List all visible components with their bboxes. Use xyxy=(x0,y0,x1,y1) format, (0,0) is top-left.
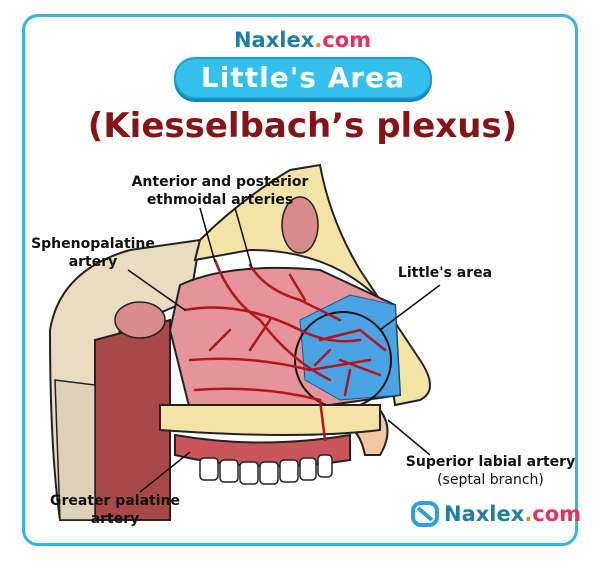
footer-logo: Naxlex.com xyxy=(410,500,581,528)
label-line: (septal branch) xyxy=(437,472,544,488)
label-line: ethmoidal arteries xyxy=(146,192,294,208)
label-line: Anterior and posterior xyxy=(131,174,309,190)
naxlex-logo-icon xyxy=(411,501,439,527)
nasal-bone xyxy=(193,163,431,407)
sphenoid-sinus xyxy=(114,301,166,339)
label-line: Sphenopalatine xyxy=(31,236,155,252)
brand-name: Naxlex xyxy=(233,28,315,52)
brand-header: Naxlex.com xyxy=(0,28,605,52)
title-pill: Little's Area xyxy=(174,57,432,99)
diagram-frame xyxy=(22,14,578,546)
hard-palate xyxy=(159,404,381,436)
arteries xyxy=(183,258,387,442)
brand-dot: . xyxy=(314,28,323,52)
label-sphenopalatine-artery: Sphenopalatine artery xyxy=(28,235,158,271)
label-line: artery xyxy=(90,511,140,527)
footer-brand-dot: . xyxy=(524,502,533,526)
label-line: Greater palatine xyxy=(50,493,180,509)
label-littles-area: Little's area xyxy=(397,265,493,281)
brand-tld: com xyxy=(322,28,372,52)
label-ethmoidal-arteries: Anterior and posterior ethmoidal arteries xyxy=(90,173,350,209)
footer-brand-tld: com xyxy=(532,502,582,526)
label-greater-palatine-artery: Greater palatine artery xyxy=(45,492,185,528)
teeth xyxy=(199,454,333,485)
page-title: (Kiesselbach’s plexus) xyxy=(87,106,518,146)
leader-lines xyxy=(127,207,441,493)
frontal-sinus xyxy=(281,196,319,254)
label-superior-labial-artery: Superior labial artery (septal branch) xyxy=(398,453,583,489)
vertebrae xyxy=(54,379,96,521)
pharynx xyxy=(94,318,171,521)
label-line: Superior labial artery xyxy=(405,454,576,470)
footer-brand-name: Naxlex xyxy=(444,502,525,526)
label-line: artery xyxy=(68,254,118,270)
